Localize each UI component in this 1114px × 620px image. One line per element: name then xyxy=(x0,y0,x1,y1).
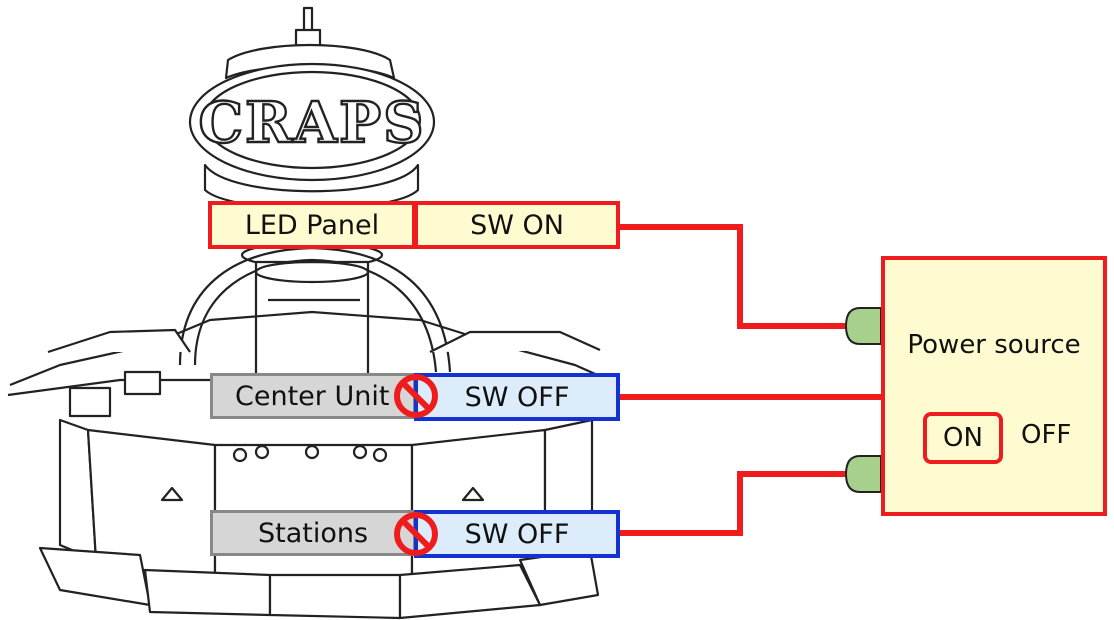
prohibited-icon xyxy=(392,510,440,558)
power-source-box: Power source ON OFF xyxy=(881,256,1107,516)
led-power-line xyxy=(620,227,850,326)
plug-connector-icon xyxy=(846,456,881,492)
power-off-switch[interactable]: OFF xyxy=(1021,420,1071,450)
stations-switch-status: SW OFF xyxy=(414,510,620,558)
power-on-switch[interactable]: ON xyxy=(923,412,1003,464)
stations-label: Stations xyxy=(210,510,416,556)
stations-power-line xyxy=(620,474,850,533)
center-unit-label: Center Unit xyxy=(210,373,416,419)
power-source-title: Power source xyxy=(885,330,1103,360)
craps-sign-logo: CRAPS xyxy=(198,90,425,156)
plug-connector-icon xyxy=(846,308,881,344)
led-switch-status: SW ON xyxy=(414,201,620,249)
prohibited-icon xyxy=(392,372,440,420)
led-panel-label: LED Panel xyxy=(208,201,416,249)
center-switch-status: SW OFF xyxy=(414,373,620,421)
